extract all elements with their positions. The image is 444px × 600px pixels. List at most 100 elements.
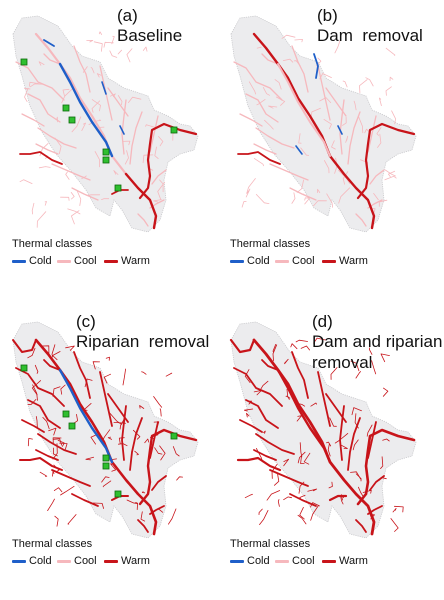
tributary-stream — [328, 481, 333, 489]
tributary-stream — [149, 421, 159, 459]
tributary-stream — [145, 124, 156, 128]
tributary-stream — [380, 353, 390, 363]
tributary-stream — [334, 40, 341, 54]
tributary-stream — [369, 169, 385, 185]
legend-title: Thermal classes — [12, 238, 93, 250]
tributary-stream — [52, 470, 55, 477]
tributary-stream — [274, 473, 280, 486]
tributary-stream — [133, 429, 141, 440]
tributary-stream — [384, 175, 397, 181]
tributary-stream — [94, 151, 100, 168]
tributary-stream — [158, 136, 164, 147]
tributary-stream — [39, 471, 48, 477]
tributary-stream — [272, 344, 278, 362]
warm-reach — [328, 494, 348, 502]
tributary-stream — [60, 384, 66, 395]
tributary-stream — [289, 187, 317, 201]
legend-item-cold: Cold — [12, 555, 52, 567]
tributary-stream — [239, 113, 263, 127]
tributary-stream — [253, 143, 277, 155]
tributary-stream — [90, 67, 95, 74]
tributary-stream — [342, 80, 348, 88]
tributary-stream — [153, 396, 163, 408]
cold-reach — [295, 145, 303, 155]
tributary-stream — [31, 202, 35, 215]
tributary-stream — [172, 446, 180, 457]
tributary-stream — [142, 154, 154, 164]
tributary-stream — [355, 519, 367, 533]
legend-item-warm: Warm — [322, 255, 368, 267]
tributary-stream — [268, 105, 278, 109]
tributary-stream — [350, 471, 362, 480]
tributary-stream — [233, 367, 283, 407]
tributary-stream — [37, 127, 77, 149]
tributary-stream — [121, 405, 127, 461]
tributary-stream — [141, 371, 147, 375]
tributary-stream — [331, 140, 336, 150]
tributary-stream — [36, 211, 47, 228]
warm-reach — [276, 368, 332, 464]
dam-marker — [102, 454, 110, 462]
panel-title: Riparian removal — [76, 332, 210, 351]
tributary-stream — [135, 501, 139, 511]
tributary-stream — [139, 405, 145, 409]
tributary-stream — [98, 31, 102, 35]
tributary-stream — [54, 515, 59, 527]
tributary-stream — [71, 116, 82, 133]
watershed-map — [230, 15, 417, 233]
tributary-stream — [34, 364, 39, 374]
tributary-stream — [259, 380, 269, 392]
tributary-stream — [262, 87, 270, 96]
tributary-stream — [48, 427, 57, 436]
tributary-stream — [341, 444, 348, 450]
tributary-stream — [358, 116, 364, 134]
legend-item-cold: Cold — [230, 555, 270, 567]
tributary-stream — [355, 473, 362, 482]
tributary-stream — [291, 351, 309, 399]
tributary-stream — [295, 339, 308, 343]
cold-reach — [337, 125, 343, 135]
tributary-stream — [84, 378, 93, 388]
legend-swatch-cold — [230, 259, 244, 263]
tributary-stream — [367, 115, 377, 153]
tributary-stream — [290, 343, 298, 350]
tributary-stream — [246, 178, 256, 194]
dam-marker — [114, 490, 122, 498]
tributary-stream — [153, 199, 162, 203]
tributary-stream — [294, 39, 303, 43]
tributary-stream — [347, 111, 361, 165]
dam-marker — [62, 410, 70, 418]
tributary-stream — [368, 347, 373, 355]
dam-marker — [170, 126, 178, 134]
legend-item-warm: Warm — [104, 255, 150, 267]
tributary-stream — [266, 490, 281, 501]
tributary-stream — [95, 119, 102, 122]
tributary-stream — [389, 76, 394, 81]
tributary-stream — [246, 412, 250, 418]
tributary-stream — [142, 46, 148, 52]
watershed-map — [12, 321, 199, 539]
panel-letter: (a) — [117, 6, 138, 25]
tributary-stream — [42, 345, 50, 355]
legend-swatch-cool — [57, 559, 71, 563]
legend-swatch-warm — [104, 259, 118, 263]
legend-title: Thermal classes — [12, 538, 93, 550]
tributary-stream — [60, 196, 70, 201]
tributary-stream — [371, 360, 377, 375]
tributary-stream — [245, 188, 251, 198]
tributary-stream — [124, 150, 129, 165]
tributary-stream — [113, 422, 126, 424]
tributary-stream — [269, 469, 309, 487]
tributary-stream — [28, 81, 40, 87]
cold-reach — [101, 81, 107, 95]
reach-cool — [277, 63, 331, 157]
legend-item-cool: Cool — [57, 555, 97, 567]
tributary-stream — [325, 393, 347, 423]
tributary-stream — [107, 436, 112, 440]
tributary-stream — [317, 65, 331, 121]
tributary-stream — [323, 119, 332, 130]
warm-reach — [229, 338, 256, 354]
tributary-stream — [109, 412, 122, 425]
legend-swatch-warm — [322, 259, 336, 263]
tributary-stream — [47, 498, 55, 512]
